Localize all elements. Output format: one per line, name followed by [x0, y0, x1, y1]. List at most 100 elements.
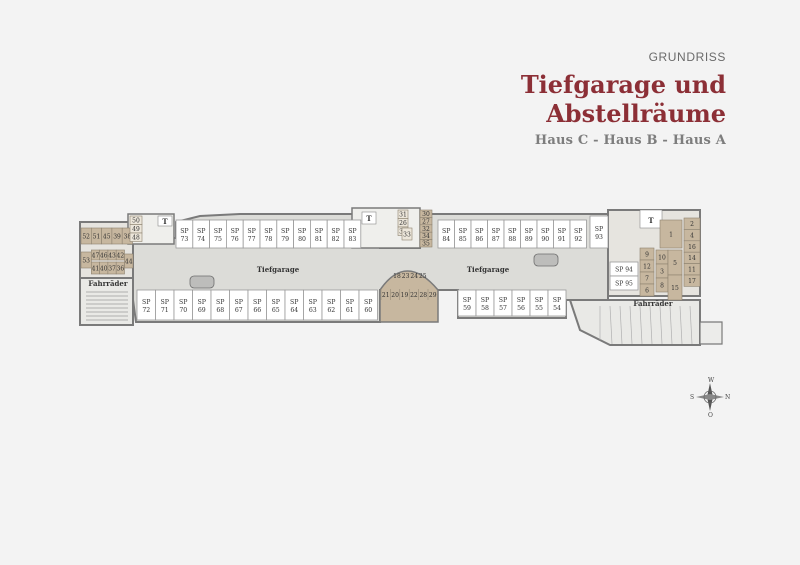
storage-6 [639, 283, 655, 297]
parking-space-72-label: 72 [142, 307, 150, 314]
car-right [533, 253, 559, 267]
storage-26-label: 26 [399, 220, 407, 227]
storage-42-label: 42 [117, 252, 125, 259]
parking-space-84-label: 84 [442, 236, 450, 243]
parking-space-60-label: 60 [364, 307, 372, 314]
compass: W O S N [690, 377, 730, 419]
parking-space-79-sp: SP [281, 228, 289, 235]
storage-6-label: 6 [645, 287, 649, 294]
parking-space-91-sp: SP [558, 228, 566, 235]
storage-43-label: 43 [108, 252, 116, 259]
parking-space-73-sp: SP [180, 228, 188, 235]
storage-12-label: 12 [643, 263, 651, 270]
parking-space-69-label: 69 [198, 307, 206, 314]
storage-8-label: 8 [660, 282, 664, 289]
parking-space-84-sp: SP [442, 228, 450, 235]
parking-space-80-label: 80 [298, 236, 306, 243]
parking-space-89-label: 89 [525, 236, 533, 243]
parking-space-74-sp: SP [197, 228, 205, 235]
parking-space-79-label: 79 [281, 236, 289, 243]
storage-53-label: 53 [82, 257, 90, 264]
storage-51-label: 51 [93, 233, 101, 240]
storage-36-label: 36 [117, 265, 125, 272]
storage-16-label: 16 [688, 244, 696, 251]
storage-22-label: 22 [410, 292, 418, 299]
parking-space-87-sp: SP [492, 228, 500, 235]
plan-elements: SP73SP74SP75SP76SP77SP78SP79SP80SP81SP82… [80, 209, 701, 321]
compass-n: W [708, 377, 715, 384]
parking-space-63-label: 63 [309, 307, 317, 314]
compass-icon: W O S N [690, 377, 730, 419]
stair-left-label: T [162, 217, 168, 226]
parking-space-93-label: 93 [595, 234, 603, 241]
parking-space-68-label: 68 [216, 307, 224, 314]
parking-space-61-sp: SP [346, 299, 354, 306]
parking-space-90-label: 90 [541, 236, 549, 243]
storage-47-label: 47 [92, 252, 100, 259]
compass-w: S [690, 394, 694, 401]
parking-space-54-sp: SP [553, 297, 561, 304]
storage-2-label: 2 [690, 221, 694, 228]
compass-e: N [725, 394, 730, 401]
parking-space-65-label: 65 [272, 307, 280, 314]
parking-space-88-label: 88 [508, 236, 516, 243]
storage-30-label: 30 [422, 211, 430, 218]
storage-19-label: 19 [401, 292, 409, 299]
parking-space-90-sp: SP [541, 228, 549, 235]
storage-3-label: 3 [660, 268, 664, 275]
parking-space-60-sp: SP [364, 299, 372, 306]
stair-left [157, 215, 173, 227]
storage-17-label: 17 [688, 278, 696, 285]
parking-space-69-sp: SP [198, 299, 206, 306]
parking-space-75-label: 75 [214, 236, 222, 243]
storage-33-b [401, 227, 413, 241]
storage-15-label: 15 [671, 285, 679, 292]
parking-space-67-sp: SP [235, 299, 243, 306]
storage-20-label: 20 [391, 292, 399, 299]
bike-left-label: Fahrräder [88, 279, 127, 288]
storage-35-label: 35 [422, 241, 430, 248]
parking-space-87-label: 87 [492, 236, 500, 243]
parking-space-74-label: 74 [197, 236, 205, 243]
storage-17 [683, 274, 701, 287]
parking-space-63-sp: SP [309, 299, 317, 306]
parking-space-57-sp: SP [499, 297, 507, 304]
parking-space-64-label: 64 [290, 307, 298, 314]
parking-space-62-label: 62 [327, 307, 335, 314]
storage-14-label: 14 [688, 255, 696, 262]
parking-space-83 [343, 219, 362, 249]
storage-9-label: 9 [645, 251, 649, 258]
storage-27-label: 27 [422, 218, 430, 225]
parking-space-77-label: 77 [248, 236, 256, 243]
parking-space-85-label: 85 [459, 236, 467, 243]
parking-space-83-label: 83 [348, 236, 356, 243]
parking-space-81-sp: SP [315, 228, 323, 235]
title-line-2: Abstellräume [546, 99, 726, 128]
storage-11-label: 11 [688, 267, 696, 274]
parking-space-85-sp: SP [459, 228, 467, 235]
parking-space-65-sp: SP [272, 299, 280, 306]
parking-space-58-label: 58 [481, 305, 489, 312]
storage-5-label: 5 [673, 260, 677, 267]
compass-s: O [708, 412, 713, 417]
storage-33-b-label: 33 [403, 231, 411, 238]
parking-space-80-sp: SP [298, 228, 306, 235]
parking-space-66-label: 66 [253, 307, 261, 314]
parking-space-54 [547, 289, 567, 317]
storage-45-label: 45 [103, 233, 111, 240]
storage-48 [129, 232, 143, 242]
storage-38-label: 38 [124, 233, 132, 240]
parking-space-77-sp: SP [247, 228, 255, 235]
parking-space-75-sp: SP [214, 228, 222, 235]
parking-space-92 [569, 219, 587, 249]
parking-space-64-sp: SP [290, 299, 298, 306]
parking-space-82-sp: SP [331, 228, 339, 235]
storage-32-label: 32 [422, 226, 430, 233]
storage-40-label: 40 [100, 265, 108, 272]
parking-space-72-sp: SP [142, 299, 150, 306]
bike-racks-left [86, 291, 128, 321]
page-title: Tiefgarage und Abstellräume [521, 70, 726, 128]
storage-49-label: 49 [132, 226, 140, 233]
parking-space-76-label: 76 [231, 236, 239, 243]
storage-25-label: 25 [419, 273, 427, 280]
